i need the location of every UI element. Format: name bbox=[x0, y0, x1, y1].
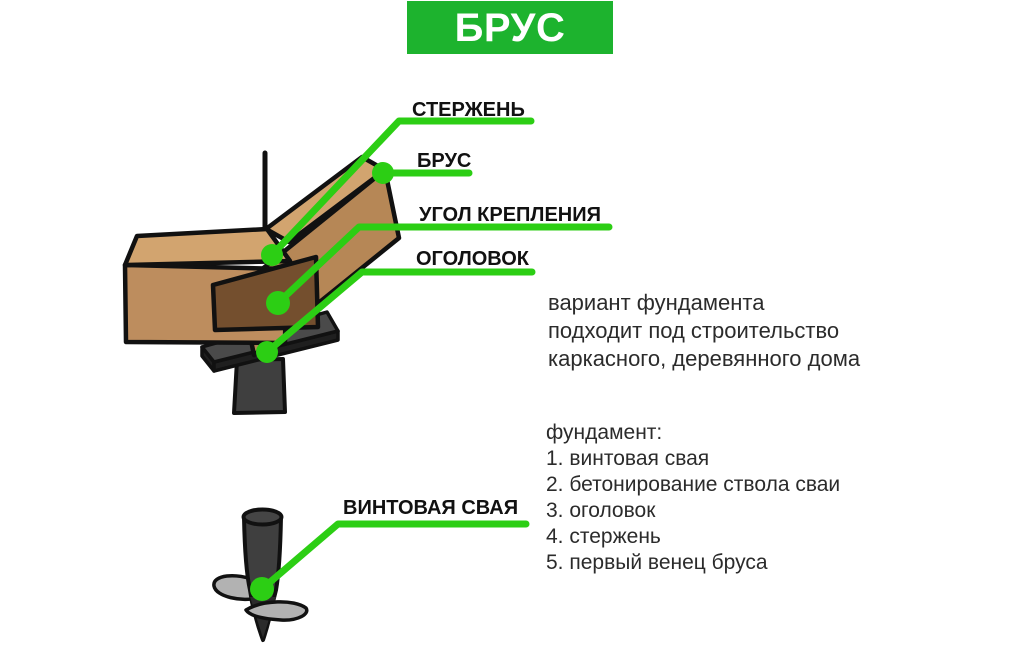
pile-post bbox=[232, 357, 287, 415]
title-banner: БРУС bbox=[407, 1, 613, 54]
foundation-list-item: 3. оголовок bbox=[546, 499, 656, 522]
foundation-list-item: 2. бетонирование ствола сваи bbox=[546, 473, 841, 496]
page-title: БРУС bbox=[454, 5, 566, 50]
callout-label-cap: ОГОЛОВОК bbox=[416, 248, 529, 270]
screw-pile-top bbox=[241, 507, 284, 527]
beam-left-top-face bbox=[122, 226, 293, 268]
callout-line-rod bbox=[268, 117, 535, 259]
screw-pile-illustration bbox=[212, 507, 309, 642]
callout-dot-cap bbox=[256, 341, 278, 363]
callout-label-pile: ВИНТОВАЯ СВАЯ bbox=[343, 497, 519, 519]
foundation-list-item: 4. стержень bbox=[546, 525, 661, 548]
callout-dot-rod bbox=[261, 244, 283, 266]
foundation-list-heading: фундамент: bbox=[546, 421, 663, 444]
foundation-list: фундамент: 1. винтовая свая 2. бетониров… bbox=[546, 420, 840, 576]
callout-line-bracket bbox=[274, 223, 613, 307]
callout-label-bracket: УГОЛ КРЕПЛЕНИЯ bbox=[419, 204, 601, 226]
callout-line-cap bbox=[263, 268, 536, 356]
callout-dot-beam bbox=[372, 162, 394, 184]
mounting-bracket bbox=[210, 254, 321, 333]
callout-dot-bracket bbox=[266, 291, 290, 315]
description-line: каркасного, деревянного дома bbox=[548, 346, 861, 371]
foundation-list-item: 1. винтовая свая bbox=[546, 447, 710, 470]
foundation-list-item: 5. первый венец бруса bbox=[546, 551, 768, 574]
callout-label-rod: СТЕРЖЕНЬ bbox=[412, 99, 525, 121]
description-text: вариант фундамента подходит под строител… bbox=[548, 289, 860, 373]
callout-line-pile bbox=[258, 520, 530, 593]
description-line: вариант фундамента bbox=[548, 290, 765, 315]
screw-blade-right bbox=[244, 600, 309, 622]
description-line: подходит под строительство bbox=[548, 318, 840, 343]
callout-dot-pile bbox=[250, 577, 274, 601]
callout-label-beam: БРУС bbox=[417, 150, 472, 172]
